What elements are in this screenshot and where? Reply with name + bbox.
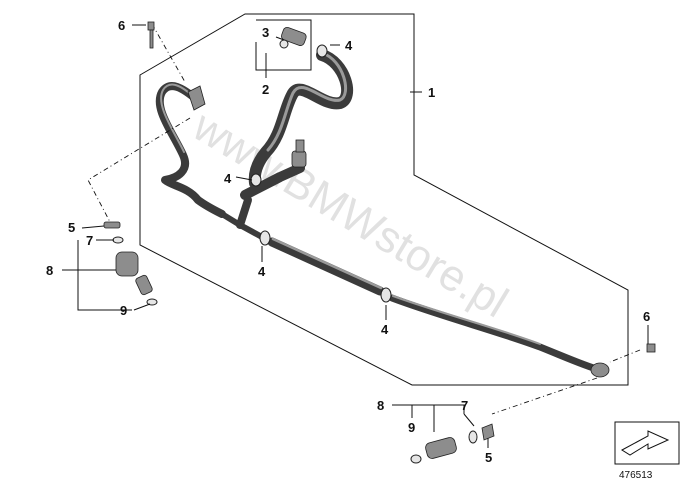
callout-7-left: 7 [86,233,93,248]
t-connector [219,139,307,240]
callout-4-top: 4 [345,38,353,53]
callout-8-bottom: 8 [377,398,384,413]
upper-connector [279,26,307,49]
callout-7-bottom: 7 [461,398,468,413]
arrow-box-icon[interactable] [614,421,680,465]
callout-6-top: 6 [118,18,125,33]
callout-4-mid: 4 [224,171,232,186]
callout-4-low: 4 [258,264,266,279]
callout-2: 2 [262,82,269,97]
clamps [250,44,392,303]
bolt-right [609,343,656,363]
callout-4-right: 4 [381,322,389,337]
callout-5-bottom: 5 [485,450,492,465]
callout-9-left: 9 [120,303,127,318]
lower-injector-group [410,377,598,464]
assembly-outline [139,13,629,386]
bolt-top [147,21,155,49]
callout-1: 1 [428,85,435,100]
callout-5-left: 5 [68,220,75,235]
lower-hose [267,237,604,374]
leader-lines [62,24,649,448]
callout-3: 3 [262,25,269,40]
callout-6-right: 6 [643,309,650,324]
upper-hose [248,49,354,189]
bracket [187,85,206,111]
end-fitting [590,362,610,378]
subassembly-outline [255,19,312,71]
callout-9-bottom: 9 [408,420,415,435]
reference-number: 476513 [619,470,653,481]
callout-8-left: 8 [46,263,53,278]
left-hose [155,82,226,218]
